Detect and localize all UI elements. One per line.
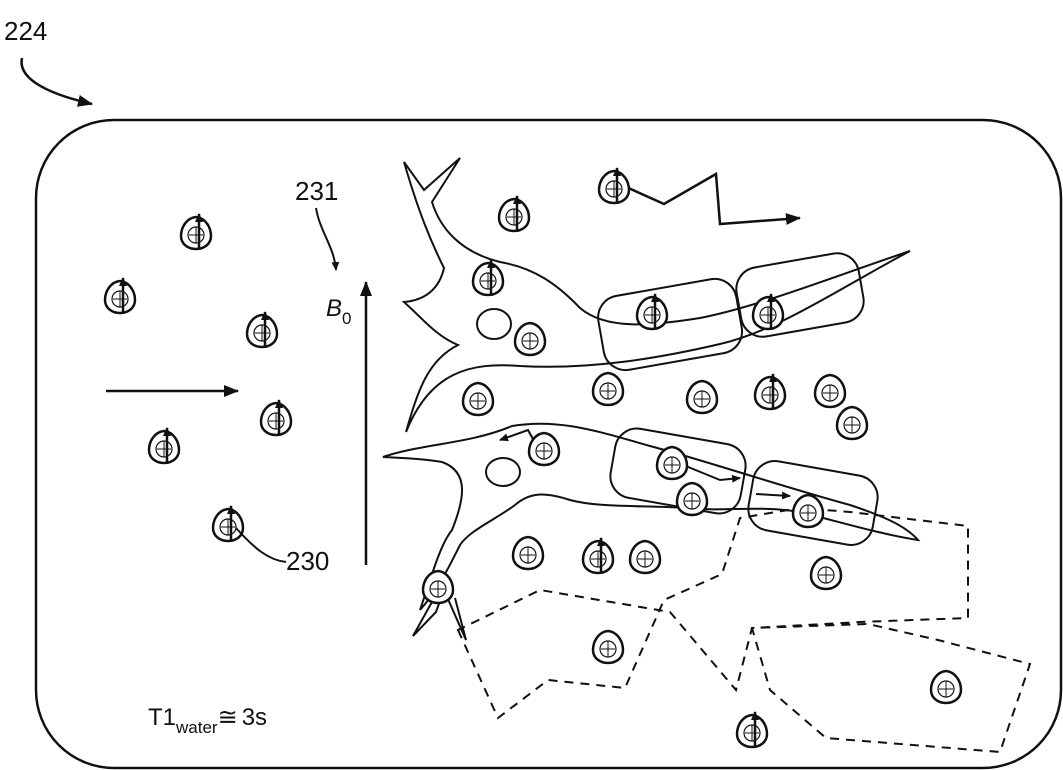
water-molecule (591, 629, 625, 665)
water-molecule (685, 379, 719, 415)
diffusion-box-1 (597, 277, 744, 372)
ref-label-224: 224 (4, 16, 47, 46)
water-molecules (103, 167, 963, 749)
water-molecule (511, 535, 545, 571)
water-molecule (751, 293, 785, 331)
ref-leader-224 (20, 57, 93, 107)
water-molecule (628, 539, 662, 575)
ref-label-230: 230 (286, 546, 329, 576)
cell-upper (401, 157, 911, 433)
diffusion-box-3 (609, 427, 747, 515)
water-molecule (635, 293, 669, 331)
water-molecule (513, 321, 547, 357)
water-molecule (581, 537, 615, 575)
water-molecule (929, 669, 963, 705)
water-molecule (597, 167, 631, 205)
t1-subscript: water (175, 718, 218, 737)
cell-lower-vacuole (485, 457, 521, 487)
water-molecule (421, 569, 455, 605)
water-molecule (497, 195, 531, 233)
water-molecule (809, 555, 843, 591)
t1-value: 3s (242, 704, 267, 731)
water-molecule (655, 445, 689, 481)
water-molecule (675, 481, 709, 517)
water-molecule (179, 213, 213, 251)
water-molecule (527, 431, 561, 467)
water-molecule (245, 311, 279, 349)
ref-label-231: 231 (295, 176, 338, 206)
water-molecule (103, 277, 137, 315)
t1-approx: ≅ (218, 704, 238, 731)
water-molecule (813, 373, 847, 409)
sample-container (34, 118, 1063, 770)
ref-leader-231 (315, 207, 340, 271)
water-molecule (753, 373, 787, 411)
diffusion-box-2 (735, 252, 865, 338)
diffusion-path-lower-2 (675, 461, 741, 483)
water-molecule (735, 711, 769, 749)
diffusion-path-zigzag (623, 171, 801, 226)
water-molecule (591, 371, 625, 407)
t1-label: T1water≅3s (148, 704, 267, 737)
water-molecule (791, 493, 825, 529)
water-molecule (259, 399, 293, 437)
water-molecule (461, 381, 495, 417)
diffusion-path-lower-3 (755, 491, 791, 500)
b0-label: B0 (326, 295, 351, 328)
ref-leader-230 (235, 527, 287, 563)
water-molecule (835, 405, 869, 441)
b0-subscript: 0 (342, 309, 351, 328)
cell-upper-vacuole (476, 308, 512, 340)
water-molecule (147, 427, 181, 465)
water-molecule (471, 259, 505, 297)
water-molecule (211, 505, 245, 543)
cell-dashed (456, 506, 1032, 754)
diffusion-box-4 (747, 460, 879, 546)
